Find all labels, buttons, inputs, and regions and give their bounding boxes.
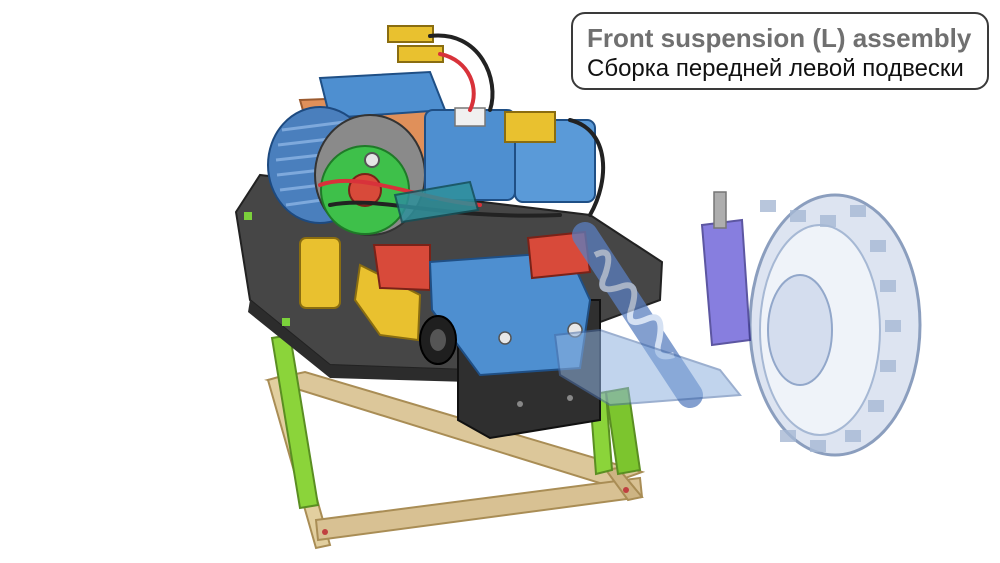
assembly-caption: Front suspension (L) assembly Сборка пер… xyxy=(571,12,989,90)
esc-unit xyxy=(393,180,480,224)
lower-suspension-arm xyxy=(553,328,742,407)
xt-connectors xyxy=(387,25,444,63)
shock-mount xyxy=(526,230,592,280)
caption-title-en: Front suspension (L) assembly xyxy=(587,23,972,53)
front-left-wheel xyxy=(748,193,922,457)
steering-knuckle xyxy=(700,191,752,347)
battery-pack xyxy=(424,107,596,203)
caption-title-ru: Сборка передней левой подвески xyxy=(587,55,964,82)
steering-linkage xyxy=(299,237,431,342)
wiring xyxy=(318,33,606,218)
bearing-hub xyxy=(419,315,457,365)
